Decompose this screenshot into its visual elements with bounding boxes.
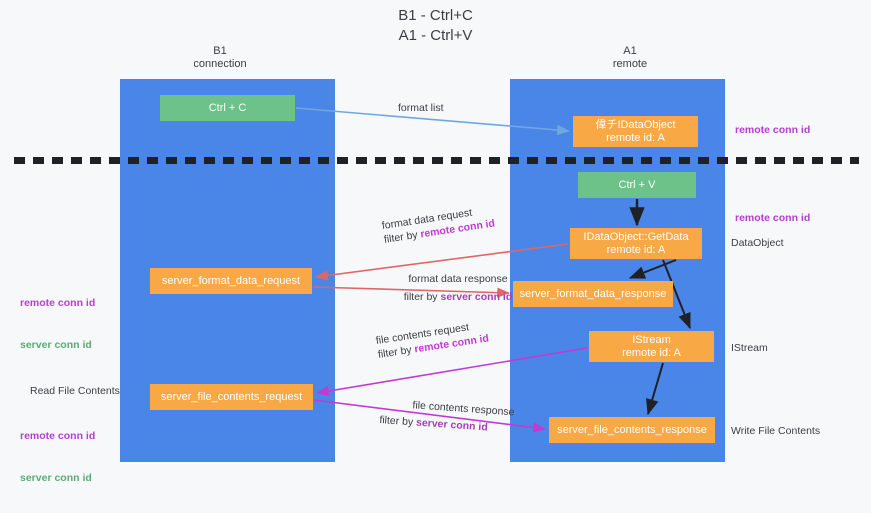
edge-getdata-to-istream xyxy=(662,259,691,330)
filter-by-text: filter by xyxy=(378,413,417,429)
edge-file-contents-request xyxy=(316,347,588,397)
diagram-title: B1 - Ctrl+C A1 - Ctrl+V xyxy=(398,7,473,44)
node-idataobject-subtitle: remote id: A xyxy=(606,131,665,144)
annotation-left-remote-conn-id-1: remote conn id xyxy=(20,297,96,309)
annotation-left-conn-ids-bottom: remote conn id server conn id xyxy=(20,401,95,513)
annotation-right-remote-conn-id-1: remote conn id xyxy=(735,124,811,136)
server-conn-id-text: server conn id xyxy=(440,291,513,303)
edge-format-data-response xyxy=(312,286,510,298)
edge-label-format-list: format list xyxy=(398,101,444,115)
node-idataobject-getdata[interactable]: IDataObject::GetData remote id: A xyxy=(570,228,702,259)
node-server-file-contents-response[interactable]: server_file_contents_response xyxy=(549,417,715,443)
node-idataobject-title: 偉チIDataObject xyxy=(595,118,676,131)
node-istream[interactable]: IStream remote id: A xyxy=(589,331,714,362)
annotation-left-server-conn-id-2: server conn id xyxy=(20,472,92,484)
edge-file-contents-response xyxy=(313,399,546,433)
annotation-left-conn-ids-top: remote conn id server conn id xyxy=(20,268,95,380)
edge-label-fd-response-line2: filter by server conn id xyxy=(378,290,538,304)
lane-header-b1: B1 connection xyxy=(193,45,247,70)
lane-header-a1: A1 remote xyxy=(612,45,648,70)
phase-separator-dashed-line xyxy=(14,157,859,164)
annotation-left-remote-conn-id-2: remote conn id xyxy=(20,430,96,442)
node-server-format-data-request[interactable]: server_format_data_request xyxy=(150,268,312,294)
annotation-left-read-file-contents: Read File Contents xyxy=(30,385,120,397)
node-sfc-request-label: server_file_contents_request xyxy=(160,390,303,403)
edge-format-data-request xyxy=(315,243,569,281)
node-sfc-response-label: server_file_contents_response xyxy=(557,423,707,436)
node-getdata-subtitle: remote id: A xyxy=(606,243,666,256)
annotation-left-server-conn-id-1: server conn id xyxy=(20,339,92,351)
node-ctrl-v[interactable]: Ctrl + V xyxy=(578,172,696,198)
node-server-format-data-response[interactable]: server_format_data_response xyxy=(513,281,673,307)
node-sfd-request-label: server_format_data_request xyxy=(161,274,301,287)
node-server-file-contents-request[interactable]: server_file_contents_request xyxy=(150,384,313,410)
node-idataobject[interactable]: 偉チIDataObject remote id: A xyxy=(573,116,698,147)
node-sfd-response-label: server_format_data_response xyxy=(519,287,667,300)
edge-label-format-list-text: format list xyxy=(398,102,444,114)
annotation-right-remote-conn-id-2: remote conn id xyxy=(735,212,811,224)
annotation-right-istream: IStream xyxy=(731,342,768,354)
edge-label-fd-response-line1: format data response xyxy=(408,273,508,285)
filter-by-text: filter by xyxy=(403,291,441,303)
node-istream-title: IStream xyxy=(632,333,671,346)
diagram-canvas: B1 - Ctrl+C A1 - Ctrl+V B1 connection A1… xyxy=(14,7,859,484)
node-ctrl-c[interactable]: Ctrl + C xyxy=(160,95,295,121)
node-getdata-title: IDataObject::GetData xyxy=(583,230,689,243)
edge-format-list xyxy=(295,107,570,136)
connector-layer xyxy=(295,107,691,433)
node-ctrl-c-label: Ctrl + C xyxy=(208,101,247,114)
node-ctrl-v-label: Ctrl + V xyxy=(618,178,656,191)
annotation-right-dataobject: DataObject xyxy=(731,237,784,249)
node-istream-subtitle: remote id: A xyxy=(622,346,681,359)
annotation-right-write-file-contents: Write File Contents xyxy=(731,425,821,437)
edge-label-format-data-response: format data response filter by server co… xyxy=(378,272,538,304)
edge-getdata-to-response xyxy=(628,259,677,279)
edge-istream-to-response xyxy=(646,362,664,416)
